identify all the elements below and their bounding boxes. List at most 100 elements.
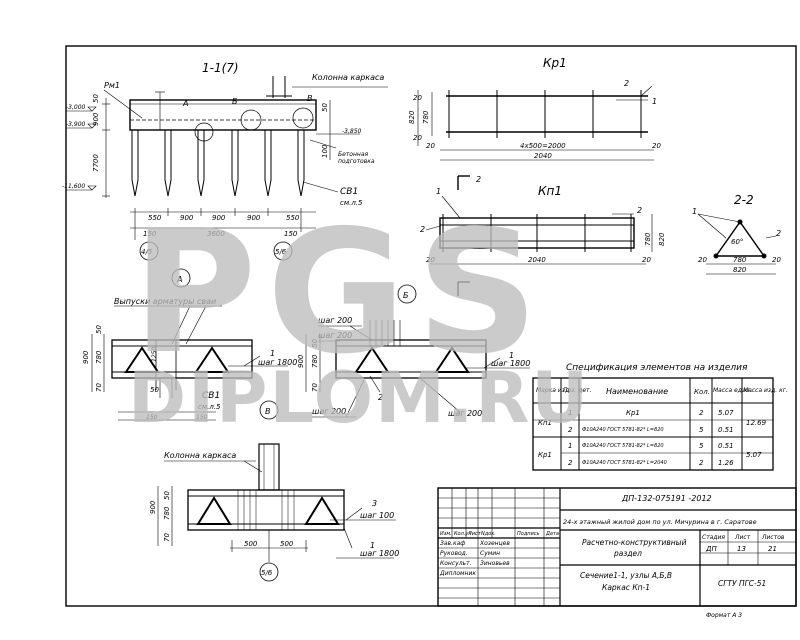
- section-2-2-dim-1: 20: [698, 256, 707, 264]
- title-block: Изм. Кол.уч Лист Nдок. Подпись Дата Зав.…: [437, 487, 797, 619]
- node-c-dim-70: 70: [163, 533, 171, 542]
- axis-4-5: 4/5: [141, 248, 153, 256]
- bottom-dim-1: 550: [148, 214, 162, 222]
- spec-h-name: Наименование: [606, 387, 668, 396]
- node-b-mark: Б: [232, 97, 238, 106]
- section-left-dim-2: 900: [92, 112, 100, 126]
- kr1-callout-2: 2: [624, 79, 629, 88]
- spec-h-pos: Поз. дет.: [563, 387, 592, 394]
- node-c-label: В: [265, 407, 271, 416]
- kp1-callout-1: 1: [436, 187, 441, 196]
- kp1-callout-2b: 2: [637, 206, 642, 215]
- node-a: А Выпуски арматуры сваи 1250 50 780 900 …: [82, 268, 297, 421]
- node-a-bottom-dim-1: 50: [150, 386, 159, 394]
- spec-r3-name: Ф10А240 ГОСТ 5781-82* L=820: [582, 443, 664, 449]
- kr1-dim-20-top: 20: [413, 94, 422, 102]
- node-c: В Колонна каркаса 50 780 900 70 3 шаг 10…: [149, 400, 399, 582]
- section-left-dim-1: 50: [92, 94, 100, 103]
- sheet-frame: [65, 45, 797, 607]
- tb-role-2: Руковод.: [440, 550, 468, 557]
- tb-list: 13: [737, 545, 746, 553]
- kr1-dim-steps: 4х500=2000: [520, 142, 566, 150]
- tb-org: СГТУ ПГС-51: [718, 579, 766, 588]
- tb-stage: ДП: [705, 545, 717, 553]
- spec-r4-pos: 2: [568, 459, 573, 467]
- spec-r2-name: Ф10А240 ГОСТ 5781-82* L=820: [582, 427, 664, 433]
- node-a-pile-ref: см.л.5: [198, 403, 221, 411]
- spec-r4-name: Ф10А240 ГОСТ 5781-82* L=2040: [582, 460, 667, 466]
- node-b-step-right: шаг 1800: [491, 359, 530, 368]
- node-a-dim-70: 70: [95, 383, 103, 392]
- node-a-dim-900: 900: [82, 350, 90, 364]
- level-mark-1: -3,000: [66, 104, 86, 111]
- tb-name-3: Зиновьев: [480, 560, 510, 567]
- tb-code: ДП-132-075191 -2012: [621, 494, 712, 503]
- spec-r2-qty: 5: [699, 426, 704, 434]
- extra-dim-1: 150: [143, 230, 157, 238]
- node-b-step-bottom: шаг 200: [312, 407, 346, 416]
- spec-r1-name: Кр1: [626, 409, 640, 417]
- node-c-callout-3: 3: [372, 499, 377, 508]
- section-2-2-angle: 60°: [731, 238, 743, 246]
- kr1-dim-total: 2040: [534, 152, 552, 160]
- section-2-2: 2-2 60° 1 2 20 780 20 820: [692, 193, 781, 275]
- tb-h-list: Лист: [467, 531, 482, 537]
- node-a-bottom-dim-2: 150: [146, 414, 158, 421]
- tb-stage-h: Стадия: [702, 534, 725, 541]
- node-c-callout-1: 1: [370, 541, 375, 550]
- watermark: PGS DIPLOM.RU: [128, 194, 588, 439]
- node-c-dim-50: 50: [163, 491, 171, 500]
- tb-section-line1: Расчетно-конструктивный: [582, 538, 687, 547]
- spec-r3-mass: 0.51: [718, 442, 734, 450]
- spec-r1-qty: 2: [699, 409, 704, 417]
- kp1-dim-total: 2040: [528, 256, 546, 264]
- watermark-logo-top: PGS: [132, 194, 549, 392]
- node-a-mark: А: [182, 99, 188, 108]
- kp1-end-dim-2: 20: [642, 256, 651, 264]
- node-c-bottom-dim-2: 500: [280, 540, 294, 548]
- node-a-dim-780: 780: [95, 350, 103, 364]
- node-c-dim-780: 780: [163, 506, 171, 520]
- section-2-2-title: 2-2: [734, 193, 754, 207]
- section-2-2-dim-2: 780: [733, 256, 747, 264]
- node-a-dim-50: 50: [95, 325, 103, 334]
- section-2-2-callout-2: 2: [776, 229, 781, 238]
- spec-r1-mass: 5.07: [718, 409, 734, 417]
- node-b-dim-780: 780: [311, 354, 319, 368]
- node-b-step-top: шаг 200: [318, 316, 352, 325]
- spec-r1-pos: 1: [568, 409, 572, 417]
- section-1-1: 1-1(7) Колонна каркаса Рм1 А Б В Бетонна…: [62, 61, 388, 261]
- tb-h-podpis: Подпись: [517, 531, 540, 537]
- node-b-callout-1: 1: [509, 351, 514, 360]
- spec-title: Спецификация элементов на изделия: [566, 363, 748, 373]
- level-mark-3: -3,850: [342, 128, 362, 135]
- kp1-callout-2a: 2: [420, 225, 425, 234]
- level-mark-2: -3,900: [66, 121, 86, 128]
- node-c-axis: 5/6: [261, 569, 273, 577]
- kp1-title: Кп1: [538, 184, 562, 198]
- tb-lists: 21: [768, 545, 777, 553]
- node-c-bottom-dim-1: 500: [244, 540, 258, 548]
- kr1-dim-20-bot: 20: [413, 134, 422, 142]
- section-right-dim-2: 100: [321, 144, 329, 158]
- spec-h-mass-total: Масса изд. кг.: [743, 387, 788, 394]
- spec-row: 2 Ф10А240 ГОСТ 5781-82* L=820 5 0.51: [568, 426, 734, 434]
- extra-dim-2: 150: [284, 230, 298, 238]
- node-b: Б шаг 200 шаг 200 50 780 900 70 1 шаг 18…: [297, 284, 530, 418]
- node-c-dim-900: 900: [149, 500, 157, 514]
- tb-h-izm: Изм.: [440, 531, 452, 537]
- tb-h-ndok: Nдок.: [481, 531, 496, 537]
- pile-mark: СВ1: [340, 187, 358, 197]
- tb-h-data: Дата: [545, 531, 559, 537]
- node-c-mark: В: [307, 94, 313, 103]
- node-b-label: Б: [403, 291, 409, 300]
- spec-r4-mass: 1.26: [718, 459, 734, 467]
- tb-role-3: Консульт.: [440, 560, 472, 567]
- section-2-2-dim-3: 20: [772, 256, 781, 264]
- kr1-end-dim-2: 20: [652, 142, 661, 150]
- kr1-title: Кр1: [543, 56, 567, 70]
- node-a-bottom-dim-3: 150: [196, 414, 208, 421]
- spec-row: Кр1 1 Ф10А240 ГОСТ 5781-82* L=820 5 0.51…: [538, 442, 762, 459]
- tb-name-2: Сумин: [480, 550, 500, 557]
- concrete-prep-line2: подготовка: [338, 158, 375, 165]
